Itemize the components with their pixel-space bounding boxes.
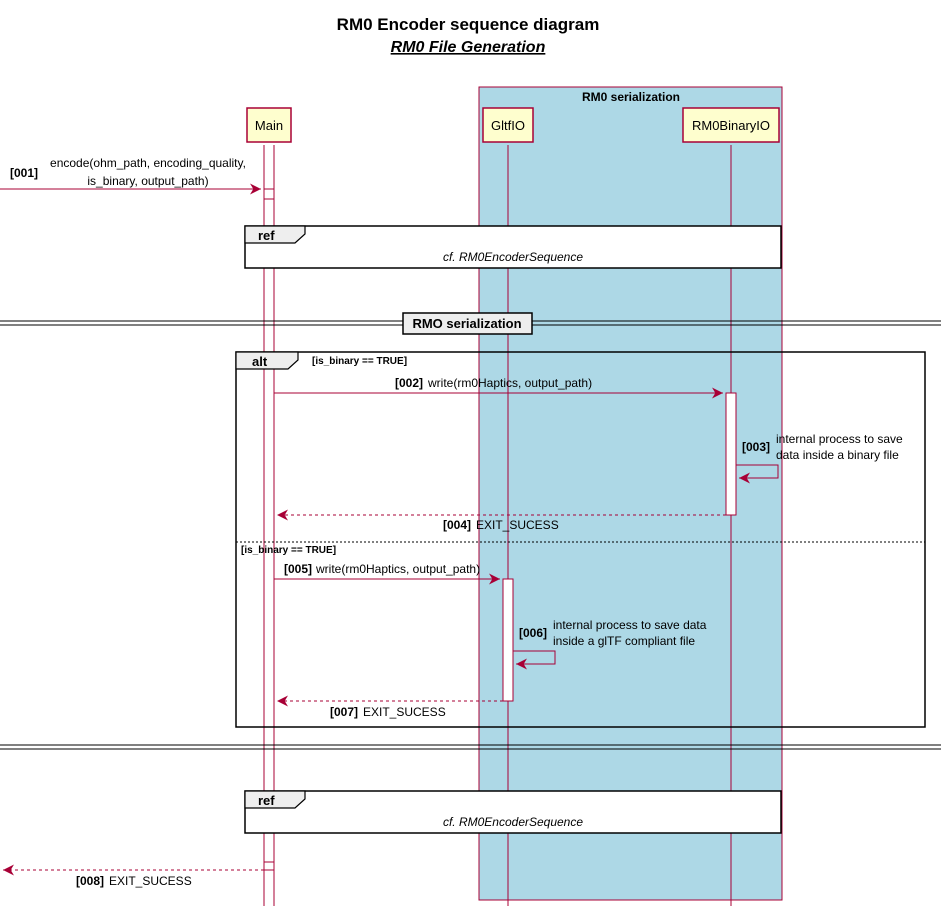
message-006-number: [006] xyxy=(519,626,547,640)
alt-frame: alt [is_binary == TRUE] [is_binary == TR… xyxy=(235,351,926,728)
activation-binary xyxy=(725,392,737,516)
message-004-label: EXIT_SUCESS xyxy=(476,518,559,532)
participant-gltf-label: GltfIO xyxy=(491,118,525,133)
ref-frame-2-tag: ref xyxy=(258,793,275,808)
message-008-number: [008] xyxy=(76,874,104,888)
message-004: [004] EXIT_SUCESS xyxy=(277,509,726,532)
message-001-line-1: encode(ohm_path, encoding_quality, xyxy=(50,156,246,170)
message-005-number: [005] xyxy=(284,562,312,576)
participant-main-label: Main xyxy=(255,118,283,133)
alt-guard-1: [is_binary == TRUE] xyxy=(312,356,407,367)
message-001-number: [001] xyxy=(10,166,38,180)
message-005: [005] write(rm0Haptics, output_path) xyxy=(274,562,500,585)
message-005-label: write(rm0Haptics, output_path) xyxy=(315,562,480,576)
message-008: [008] EXIT_SUCESS xyxy=(3,864,264,888)
activation-main-1 xyxy=(263,188,275,200)
message-003: [003] internal process to save data insi… xyxy=(736,432,903,484)
message-003-line-1: internal process to save xyxy=(776,432,903,446)
message-007: [007] EXIT_SUCESS xyxy=(277,695,503,719)
alt-guard-2: [is_binary == TRUE] xyxy=(241,545,336,556)
section-divider-end xyxy=(0,744,941,750)
activation-gltf xyxy=(502,578,514,702)
message-002-number: [002] xyxy=(395,376,423,390)
diagram-title: RM0 Encoder sequence diagram xyxy=(337,15,600,34)
section-divider-label: RMO serialization xyxy=(412,316,521,331)
ref-frame-2-text: cf. RM0EncoderSequence xyxy=(443,815,583,829)
participant-group-box xyxy=(478,86,783,901)
ref-frame-2: ref cf. RM0EncoderSequence xyxy=(244,790,782,834)
ref-frame-1: ref cf. RM0EncoderSequence xyxy=(244,225,782,269)
message-006-line-1: internal process to save data xyxy=(553,618,707,632)
messages: [001] encode(ohm_path, encoding_quality,… xyxy=(0,156,903,888)
message-001-line-2: is_binary, output_path) xyxy=(87,174,208,188)
message-001: [001] encode(ohm_path, encoding_quality,… xyxy=(0,156,261,195)
alt-frame-tag: alt xyxy=(252,354,268,369)
lifeline-main xyxy=(263,145,275,906)
diagram-subtitle: RM0 File Generation xyxy=(391,39,546,56)
participant-binary-label: RM0BinaryIO xyxy=(692,118,770,133)
ref-frame-1-text: cf. RM0EncoderSequence xyxy=(443,250,583,264)
ref-frame-1-tag: ref xyxy=(258,228,275,243)
message-006-line-2: inside a glTF compliant file xyxy=(553,634,695,648)
participant-binary: RM0BinaryIO xyxy=(682,107,780,143)
message-002-label: write(rm0Haptics, output_path) xyxy=(427,376,592,390)
section-divider: RMO serialization xyxy=(0,312,941,335)
participant-group-title: RM0 serialization xyxy=(582,90,680,104)
participant-gltf: GltfIO xyxy=(482,107,534,143)
message-003-number: [003] xyxy=(742,440,770,454)
message-008-label: EXIT_SUCESS xyxy=(109,874,192,888)
message-002: [002] write(rm0Haptics, output_path) xyxy=(274,376,723,399)
activation-main-2 xyxy=(263,861,275,871)
message-007-number: [007] xyxy=(330,705,358,719)
message-004-number: [004] xyxy=(443,518,471,532)
participant-main: Main xyxy=(246,107,292,143)
message-007-label: EXIT_SUCESS xyxy=(363,705,446,719)
message-003-line-2: data inside a binary file xyxy=(776,448,899,462)
message-006: [006] internal process to save data insi… xyxy=(513,618,707,670)
